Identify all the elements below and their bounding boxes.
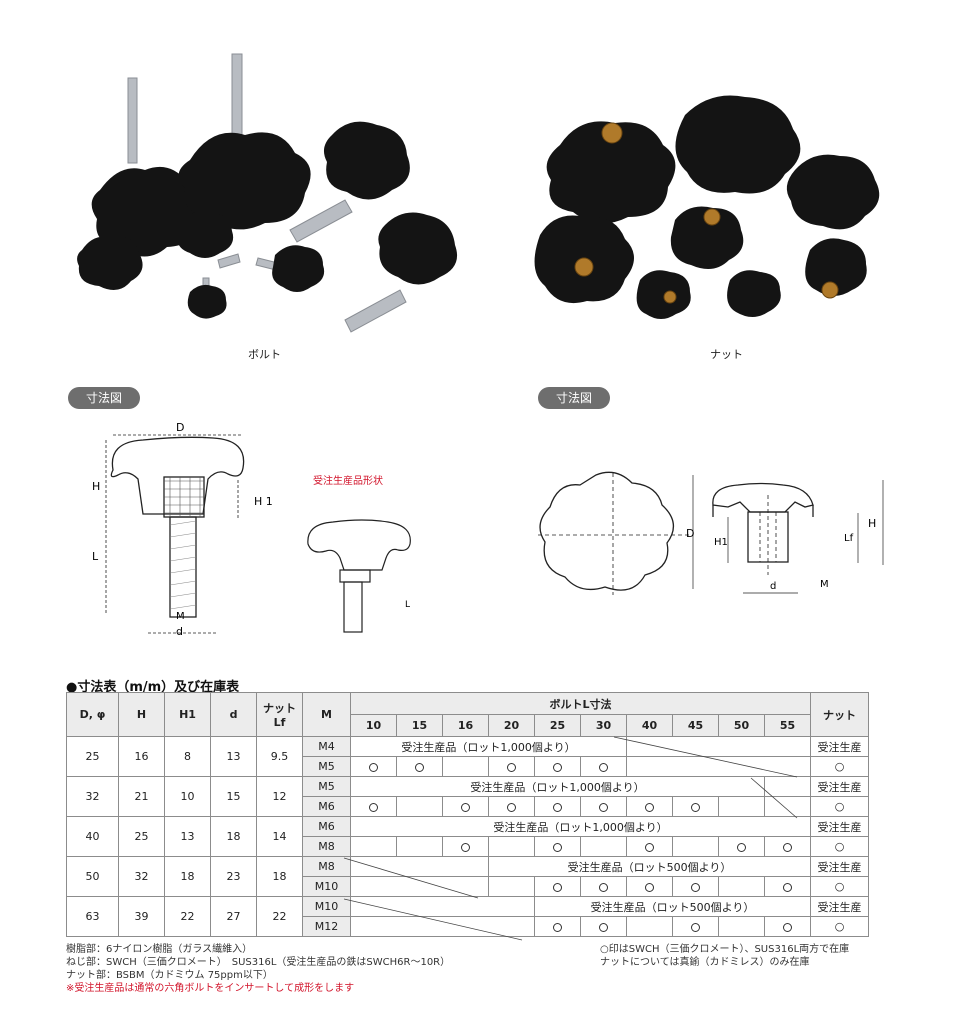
header-H: H <box>118 692 165 737</box>
na-cell <box>625 756 812 777</box>
stock-circle <box>507 762 516 772</box>
order-shape-drawing: L <box>307 519 411 633</box>
stock-circle <box>599 802 608 812</box>
order-cell: 受注生産品（ロット1,000個より） <box>349 816 812 837</box>
nut-caption: ナット <box>710 348 743 361</box>
na-cell <box>625 736 812 757</box>
right-drawing-title: 寸法図 <box>538 387 611 409</box>
order-cell: 受注生産品（ロット1,000個より） <box>350 736 627 757</box>
nut-dim-label-M: M <box>820 579 829 590</box>
header-length: 50 <box>718 714 765 737</box>
stock-circle <box>599 762 608 772</box>
header-length: 55 <box>763 714 812 737</box>
nut-dim-label-H: H <box>868 517 876 530</box>
stock-circle <box>691 882 700 892</box>
table-row: 63 39 22 27 22 M10 受注生産品（ロット500個より） 受注生産 <box>66 896 870 937</box>
stock-circle <box>507 802 516 812</box>
header-length: 40 <box>626 714 673 737</box>
na-cell <box>763 796 812 817</box>
stock-circle <box>369 762 378 772</box>
footnote-nut-stock: ナットについては真鍮（カドミレス）のみ在庫 <box>600 957 810 968</box>
header-length: 25 <box>534 714 581 737</box>
stock-circle <box>645 802 654 812</box>
na-cell <box>350 856 489 877</box>
footnote-stock: ○印はSWCH（三価クロメート）、SUS316L両方で在庫 <box>600 944 850 955</box>
stock-circle <box>691 922 700 932</box>
left-drawing-title: 寸法図 <box>68 387 141 409</box>
header-length: 30 <box>580 714 627 737</box>
stock-circle <box>553 762 562 772</box>
stock-circle <box>783 922 793 932</box>
stock-circle <box>461 802 470 812</box>
na-cell <box>350 876 489 897</box>
nut-dim-label-H1: H1 <box>714 537 728 548</box>
header-D: D, φ <box>66 692 119 737</box>
table-row: 50 32 18 23 18 M8 受注生産品（ロット500個より） 受注生産 <box>66 856 870 897</box>
stock-circle <box>645 842 654 852</box>
dim-label-M: M <box>176 611 185 622</box>
header-H1: H1 <box>164 692 211 737</box>
header-length: 45 <box>672 714 719 737</box>
header-bolt-L: ボルトL寸法 <box>349 692 812 715</box>
table-row: 25 16 8 13 9.5 M4 受注生産品（ロット1,000個より） 受注生… <box>66 736 870 777</box>
bolt-knobs-photo <box>77 53 458 333</box>
table-title: ●寸法表（m/m）及び在庫表 <box>66 680 240 695</box>
order-cell: 受注生産品（ロット1,000個より） <box>350 776 765 797</box>
header-length: 20 <box>488 714 535 737</box>
order-cell: 受注生産品（ロット500個より） <box>533 896 812 917</box>
nut-dim-label-D: D <box>686 527 694 540</box>
table-row: M8 ○ <box>67 836 870 857</box>
nut-knobs-photo <box>534 95 880 319</box>
header-M: M <box>302 692 351 737</box>
stock-circle <box>415 762 424 772</box>
stock-circle <box>783 842 793 852</box>
dim-label-H: H <box>92 480 100 493</box>
dim-label-H1: H 1 <box>254 495 273 508</box>
stock-circle <box>599 882 608 892</box>
header-length: 16 <box>442 714 489 737</box>
nut-dimension-drawing: D H H1 Lf d M <box>538 471 884 595</box>
header-length: 10 <box>350 714 397 737</box>
header-length: 15 <box>396 714 443 737</box>
stock-circle <box>553 802 562 812</box>
table-row: 32 21 10 15 12 M5 受注生産品（ロット1,000個より） 受注生… <box>66 776 870 817</box>
table-row: 40 25 13 18 14 M6 受注生産品（ロット1,000個より） 受注生… <box>66 816 870 857</box>
stock-circle <box>599 922 608 932</box>
stock-circle <box>553 922 562 932</box>
stock-circle <box>645 882 654 892</box>
dim-label-L: L <box>92 550 99 563</box>
stock-circle <box>737 842 746 852</box>
footnotes-right: ○印はSWCH（三価クロメート）、SUS316L両方で在庫 ナットについては真鍮… <box>600 943 849 969</box>
dim-label-D: D <box>176 421 184 434</box>
nut-dim-label-Lf: Lf <box>844 533 854 544</box>
footnote-nut: ナット部：BSBM（カドミウム 75ppm以下） <box>66 970 273 981</box>
footnotes-left: 樹脂部：6ナイロン樹脂（ガラス繊維入） ねじ部：SWCH（三価クロメート） SU… <box>66 943 450 995</box>
stock-circle <box>691 802 700 812</box>
stock-circle <box>553 842 562 852</box>
na-cell <box>350 916 535 937</box>
footnote-screw: ねじ部：SWCH（三価クロメート） SUS316L（受注生産品の鉄はSWCH6R… <box>66 957 451 968</box>
na-cell <box>763 776 812 797</box>
stock-circle <box>369 802 378 812</box>
bolt-caption: ボルト <box>248 348 281 361</box>
footnote-resin: 樹脂部：6ナイロン樹脂（ガラス繊維入） <box>66 944 253 955</box>
order-cell: 受注生産品（ロット500個より） <box>487 856 812 877</box>
stock-circle <box>783 882 793 892</box>
footnote-order: ※受注生産品は通常の六角ボルトをインサートして成形をします <box>66 983 355 994</box>
stock-circle <box>461 842 470 852</box>
stock-circle <box>553 882 562 892</box>
nut-dim-label-d: d <box>770 581 776 592</box>
header-nut: ナット <box>810 692 870 737</box>
na-cell <box>350 896 535 917</box>
small-dim-label-L: L <box>405 600 410 610</box>
dim-label-d: d <box>176 625 183 638</box>
bolt-dimension-drawing: D H H 1 L M d <box>92 421 273 638</box>
header-d: d <box>210 692 257 737</box>
order-shape-note: 受注生産品形状 <box>313 476 383 487</box>
